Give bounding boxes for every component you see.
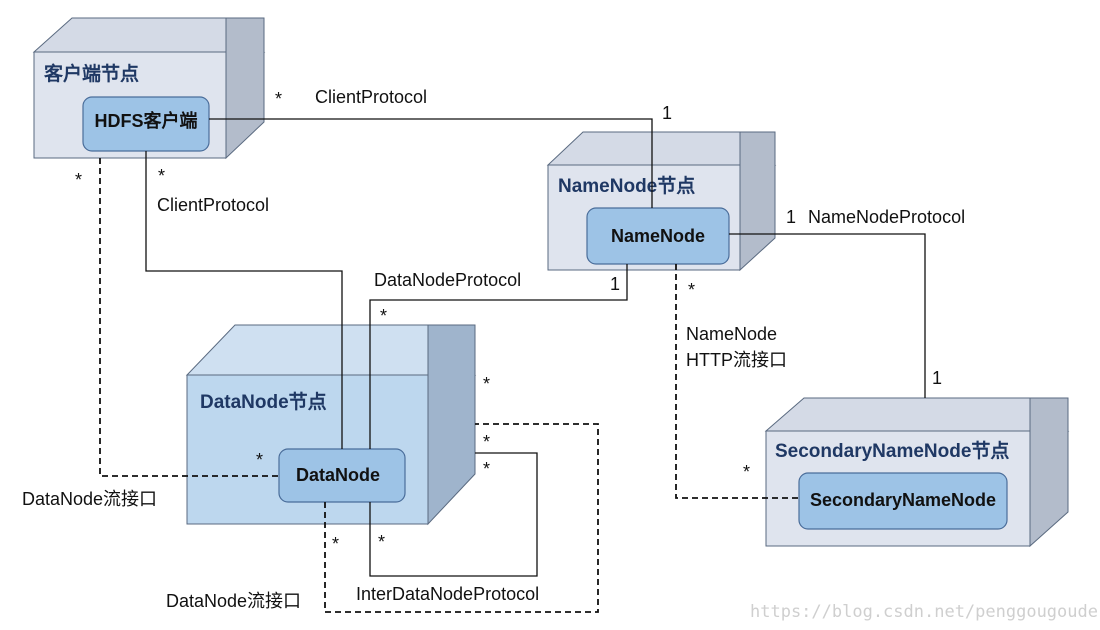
secondary-node-side <box>1029 397 1069 548</box>
client-datanode-stream-mult-client: * <box>75 170 82 190</box>
client-node-title: 客户端节点 <box>44 62 139 85</box>
client-datanode-rpc-line <box>145 151 343 449</box>
client-node: 客户端节点 HDFS客户端 <box>32 17 266 160</box>
client-datanode-stream-label: DataNode流接口 <box>22 489 157 509</box>
datanode-stream-self-mult-bottom: * <box>332 534 339 554</box>
namenode-label: NameNode <box>611 226 705 246</box>
datanode-namenode-mult-namenode: 1 <box>610 274 620 294</box>
namenode-secondary-rpc-label: NameNodeProtocol <box>808 207 965 227</box>
inter-datanode-line <box>369 452 538 577</box>
client-datanode-rpc-label: ClientProtocol <box>157 195 269 215</box>
datanode-label: DataNode <box>296 465 380 485</box>
client-namenode-label: ClientProtocol <box>315 87 427 107</box>
datanode-stream-self-mult-right: * <box>483 374 490 394</box>
secondary-node-title: SecondaryNameNode节点 <box>775 440 1009 462</box>
client-datanode-stream-connection: * * DataNode流接口 <box>22 158 279 509</box>
datanode-namenode-label: DataNodeProtocol <box>374 270 521 290</box>
inter-datanode-mult-in: * <box>483 459 490 479</box>
inter-datanode-mult-bottom: * <box>378 532 385 552</box>
datanode-node-title: DataNode节点 <box>200 391 327 413</box>
client-namenode-connection: ClientProtocol * 1 <box>209 87 672 208</box>
client-datanode-stream-line <box>99 158 279 477</box>
datanode-node-side <box>427 324 476 526</box>
namenode-secondary-http-label-2: HTTP流接口 <box>686 350 787 370</box>
inter-datanode-mult-out: * <box>483 432 490 452</box>
client-datanode-rpc-mult: * <box>158 166 165 186</box>
client-datanode-stream-mult-datanode: * <box>256 450 263 470</box>
namenode-secondary-rpc-connection: 1 NameNodeProtocol 1 <box>729 207 965 398</box>
namenode-secondary-http-label-1: NameNode <box>686 324 777 344</box>
namenode-secondary-http-mult-namenode: * <box>688 280 695 300</box>
secondary-namenode-node: SecondaryNameNode节点 SecondaryNameNode <box>764 397 1070 548</box>
namenode-node-side <box>739 131 776 272</box>
namenode-component <box>586 207 730 265</box>
namenode-node-title: NameNode节点 <box>558 175 695 197</box>
namenode-secondary-http-connection: * NameNode HTTP流接口 * <box>675 264 799 499</box>
secondary-namenode-component <box>798 472 1008 530</box>
inter-datanode-connection: * * * InterDataNodeProtocol <box>356 432 539 604</box>
datanode-node: DataNode节点 DataNode <box>185 324 477 526</box>
watermark: https://blog.csdn.net/penggougoude <box>750 602 1098 622</box>
datanode-namenode-connection: DataNodeProtocol * 1 <box>369 264 628 449</box>
datanode-stream-self-label: DataNode流接口 <box>166 591 301 611</box>
secondary-node-top <box>764 397 1070 432</box>
namenode-secondary-http-mult-secondary: * <box>743 462 750 482</box>
client-datanode-rpc-connection: * ClientProtocol <box>145 151 343 449</box>
client-namenode-mult-client: * <box>275 89 282 109</box>
client-node-side <box>225 17 265 160</box>
datanode-namenode-mult-datanode: * <box>380 306 387 326</box>
secondary-namenode-label: SecondaryNameNode <box>810 490 996 510</box>
namenode-secondary-rpc-line <box>729 233 926 398</box>
client-namenode-line <box>209 118 653 208</box>
client-namenode-mult-namenode: 1 <box>662 103 672 123</box>
namenode-secondary-rpc-mult-namenode: 1 <box>786 207 796 227</box>
namenode-secondary-http-line <box>675 264 799 499</box>
namenode-secondary-rpc-mult-secondary: 1 <box>932 368 942 388</box>
inter-datanode-label: InterDataNodeProtocol <box>356 584 539 604</box>
datanode-stream-self-connection: * * DataNode流接口 <box>166 374 599 613</box>
datanode-namenode-line <box>369 264 628 449</box>
namenode-node: NameNode节点 NameNode <box>546 131 777 272</box>
hdfs-client-label: HDFS客户端 <box>95 110 198 131</box>
datanode-stream-self-line <box>324 423 599 613</box>
